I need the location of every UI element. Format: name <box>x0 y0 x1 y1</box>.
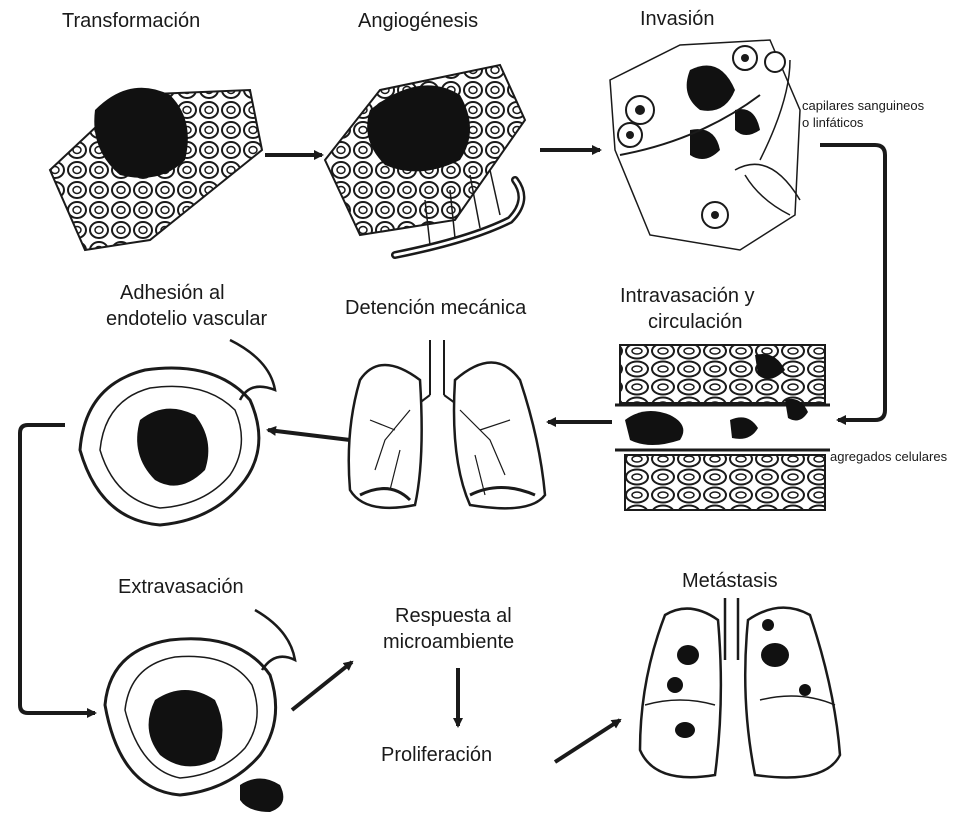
label-intravasacion-1: Intravasación y <box>620 283 755 309</box>
label-capilares-2: o linfáticos <box>802 115 863 131</box>
label-detencion: Detención mecánica <box>345 295 526 321</box>
label-invasion: Invasión <box>640 6 715 32</box>
label-extravasacion: Extravasación <box>118 574 244 600</box>
arrow-invasion-intravasacion <box>820 145 885 420</box>
label-capilares-1: capilares sanguineos <box>802 98 924 114</box>
label-metastasis: Metástasis <box>682 568 778 594</box>
label-proliferacion: Proliferación <box>381 742 492 768</box>
arrow-adhesion-extravasacion <box>20 425 95 713</box>
lungs-metastasis-illustration <box>640 598 840 778</box>
arrow-detencion-adhesion <box>268 430 350 440</box>
label-respuesta-1: Respuesta al <box>395 603 512 629</box>
transformation-illustration <box>50 88 262 250</box>
arrow-extravasacion-respuesta <box>292 662 352 710</box>
intravasation-illustration <box>615 345 830 510</box>
adhesion-illustration <box>80 340 275 525</box>
label-angiogenesis: Angiogénesis <box>358 8 478 34</box>
extravasation-illustration <box>105 610 295 812</box>
arrow-proliferacion-metastasis <box>555 720 620 762</box>
lungs-detention-illustration <box>349 340 545 508</box>
label-intravasacion-2: circulación <box>648 309 742 335</box>
angiogenesis-illustration <box>325 65 525 255</box>
label-adhesion-1: Adhesión al <box>120 280 225 306</box>
label-agregados: agregados celulares <box>830 449 947 465</box>
invasion-illustration <box>610 40 800 250</box>
label-adhesion-2: endotelio vascular <box>106 306 267 332</box>
label-respuesta-2: microambiente <box>383 629 514 655</box>
label-transformacion: Transformación <box>62 8 200 34</box>
